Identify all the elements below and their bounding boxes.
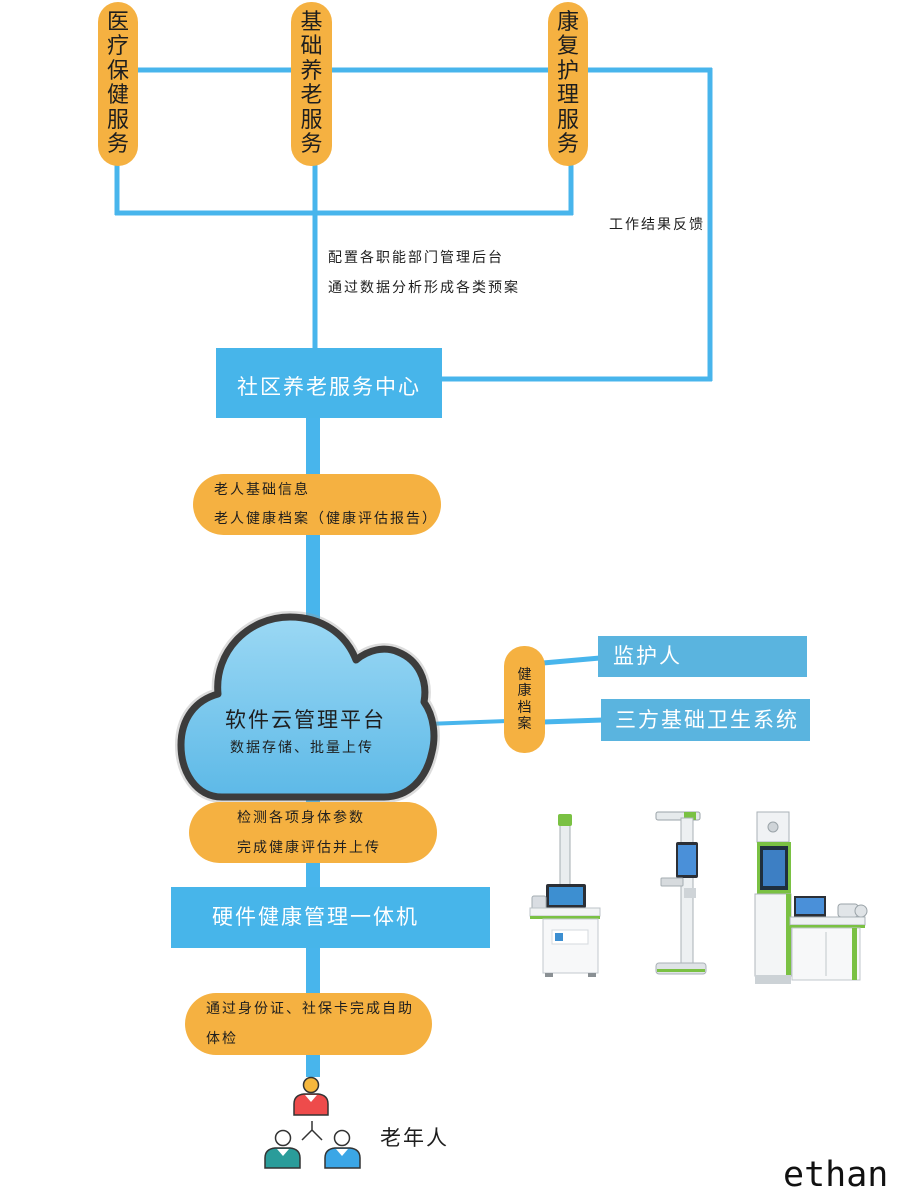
- service-center-box: 社区养老服务中心: [216, 348, 442, 418]
- cloud-shape: [177, 613, 438, 801]
- person-link-lines: [301, 1121, 323, 1141]
- person-collar: [336, 1149, 348, 1156]
- person-collar: [277, 1149, 289, 1156]
- self-check-line: 体检: [206, 1031, 238, 1047]
- elderly-group-icon: [264, 1076, 361, 1169]
- config-notes: 配置各职能部门管理后台 通过数据分析形成各类预案: [328, 243, 520, 303]
- person-body: [293, 1093, 329, 1116]
- scale-head-accent: [684, 812, 696, 820]
- kiosk-foot-left: [545, 973, 553, 977]
- health-record-label: 健康档案: [517, 666, 532, 733]
- health-kiosk-left-icon: [529, 814, 601, 977]
- hardware-label: 硬件健康管理一体机: [212, 905, 419, 929]
- elder-info-line: 老人基础信息: [214, 481, 310, 498]
- recipient-label: 监护人: [613, 644, 682, 668]
- detection-line: 完成健康评估并上传: [237, 839, 381, 856]
- elder-info-line: 老人健康档案（健康评估报告）: [214, 510, 438, 527]
- recipient-box-health-system: 三方基础卫生系统: [601, 699, 810, 741]
- watermark-text: ethan: [783, 1155, 889, 1195]
- kiosk-logo-mark: [555, 933, 563, 941]
- health-kiosk-desk-icon: [754, 811, 868, 984]
- station-screen: [763, 850, 785, 886]
- scale-printer: [684, 888, 696, 898]
- person-body: [324, 1147, 361, 1169]
- record-to-health-system-line: [542, 717, 604, 725]
- service-pill-rehab: 康复护理服务: [548, 2, 588, 166]
- health-record-pill: 健康档案: [504, 646, 545, 753]
- cloud-platform-title: 软件云管理平台: [225, 708, 386, 732]
- person-head: [302, 1076, 320, 1094]
- scale-base: [655, 962, 707, 975]
- elderly-person-icon: [293, 1076, 329, 1116]
- station-base: [755, 975, 791, 984]
- feedback-label: 工作结果反馈: [609, 217, 705, 233]
- elderly-label: 老年人: [380, 1126, 449, 1150]
- kiosk-screen: [549, 887, 583, 905]
- config-note-line: 通过数据分析形成各类预案: [328, 280, 520, 296]
- service-pill-basic-care: 基础养老服务: [291, 2, 332, 166]
- detection-pill: 检测各项身体参数 完成健康评估并上传: [189, 802, 437, 863]
- cloud-platform-subtitle: 数据存储、批量上传: [230, 740, 374, 756]
- config-note-line: 配置各职能部门管理后台: [328, 250, 504, 266]
- record-to-guardian-line: [542, 655, 601, 666]
- kiosk-arm: [559, 817, 571, 887]
- scale-base-stripe: [657, 969, 705, 972]
- station-desk: [789, 916, 866, 926]
- self-check-pill: 通过身份证、社保卡完成自助 体检: [185, 993, 432, 1055]
- station-small-device: [854, 904, 868, 918]
- person-head: [333, 1129, 351, 1147]
- kiosk-desk: [529, 907, 601, 917]
- station-cabinet-stripe: [852, 928, 857, 980]
- elder-info-pill: 老人基础信息 老人健康档案（健康评估报告）: [193, 474, 441, 535]
- elderly-person-icon: [264, 1129, 301, 1169]
- recipient-box-guardian: 监护人: [598, 636, 807, 677]
- station-monitor: [796, 898, 824, 914]
- scale-screen: [678, 845, 696, 875]
- service-label: 基础养老服务: [300, 9, 323, 157]
- person-head: [274, 1129, 292, 1147]
- scale-shelf: [660, 877, 684, 887]
- height-scale-kiosk-icon: [655, 811, 707, 975]
- elderly-person-icon: [324, 1129, 361, 1169]
- station-column-stripe: [786, 894, 791, 976]
- hardware-box: 硬件健康管理一体机: [171, 887, 490, 948]
- kiosk-arm-cap: [558, 814, 572, 826]
- station-desk-stripe: [790, 925, 865, 928]
- kiosk-cabinet: [542, 918, 599, 974]
- kiosk-foot-right: [588, 973, 596, 977]
- cloud-icon: [175, 611, 440, 803]
- station-camera: [767, 821, 779, 833]
- service-center-label: 社区养老服务中心: [237, 375, 421, 399]
- person-body: [264, 1147, 301, 1169]
- service-label: 医疗保健服务: [106, 9, 129, 157]
- kiosk-desk-stripe: [530, 916, 600, 919]
- service-label: 康复护理服务: [556, 9, 579, 157]
- person-collar: [305, 1095, 317, 1102]
- recipient-label: 三方基础卫生系统: [615, 708, 799, 732]
- station-column: [754, 893, 792, 977]
- cloud-to-record-line: [425, 719, 508, 726]
- self-check-line: 通过身份证、社保卡完成自助: [206, 1001, 414, 1017]
- service-pill-medical: 医疗保健服务: [98, 2, 138, 166]
- detection-line: 检测各项身体参数: [237, 809, 365, 826]
